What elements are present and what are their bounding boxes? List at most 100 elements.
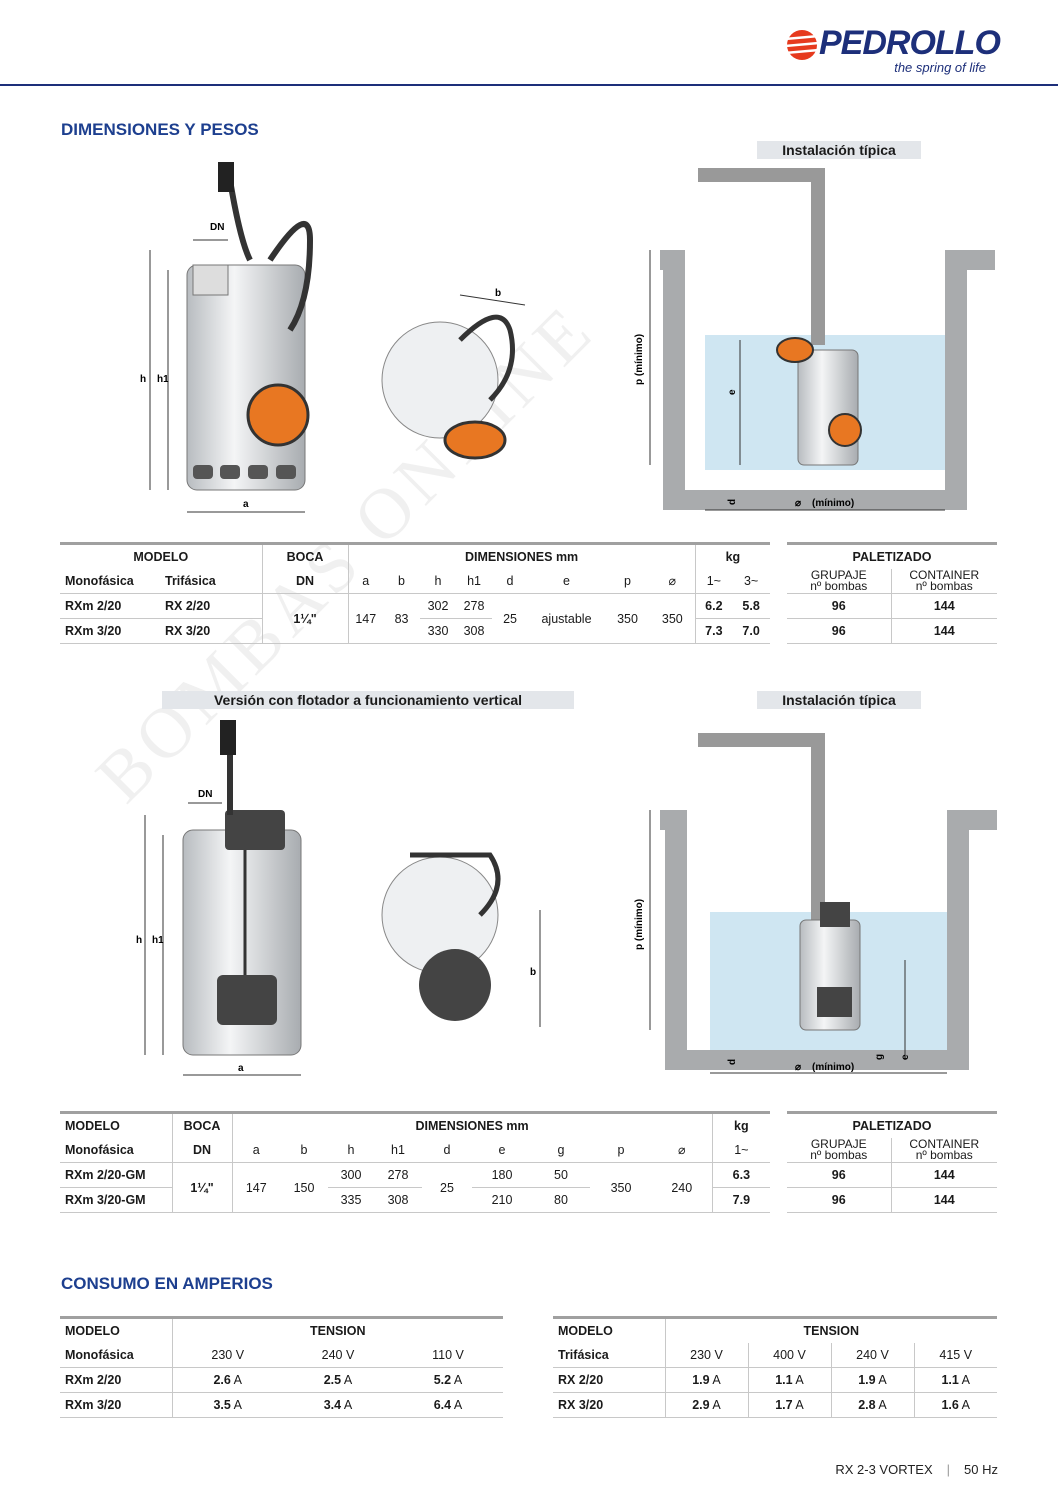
table-cell: MODELO (60, 1316, 173, 1343)
table-cell: BOCA (262, 542, 349, 569)
section-title-amperage: CONSUMO EN AMPERIOS (61, 1274, 273, 1293)
text-label: 2.8 (858, 1398, 876, 1412)
text-label: 3.5 (213, 1398, 231, 1412)
pump-diagram-1: DN h h1 a b (140, 162, 526, 513)
text-label: 2.6 (213, 1373, 231, 1387)
table-cell: BOCA (172, 1111, 233, 1138)
text-label: 2.5 (323, 1373, 342, 1387)
table-cell: 1¼" (172, 1162, 233, 1213)
text-label: 1.6 (941, 1398, 959, 1412)
table-cell: 3.4 A (283, 1392, 393, 1418)
label-min: (mínimo) (812, 498, 854, 509)
table-cell: RXm 2/20 (60, 593, 160, 619)
table-cell: RXm 2/20 (60, 1367, 173, 1393)
table-cell: kg (695, 542, 771, 569)
table-cell: RXm 3/20-GM (60, 1187, 173, 1213)
table-cell: kg (712, 1111, 771, 1138)
table-cell: ⌀ (650, 568, 696, 594)
label-a: a (243, 499, 249, 510)
table-cell: 5.2 A (393, 1367, 504, 1393)
text-label: CONTAINER (909, 1136, 980, 1151)
table-cell: 147 (348, 593, 384, 644)
table-cell: 96 (787, 593, 892, 619)
table-cell: 80 (532, 1187, 590, 1213)
brand-name: PEDROLLO (819, 24, 1001, 62)
table-cell: 7.3 (695, 618, 733, 644)
table-cell: 25 (422, 1162, 472, 1213)
table-cell: 1.9 A (831, 1367, 915, 1393)
table-cell: h1 (374, 1137, 422, 1163)
table-cell: Trifásica (160, 568, 263, 594)
table-cell: 6.2 (695, 593, 733, 619)
text-label: 1.9 (858, 1373, 876, 1387)
table-cell: 2.8 A (831, 1392, 915, 1418)
table-cell: RX 3/20 (553, 1392, 666, 1418)
pedrollo-logo: PEDROLLO the spring of life (785, 24, 1001, 79)
text-label: A (233, 1398, 243, 1412)
table-cell: 5.8 (732, 593, 771, 619)
label-b: b (495, 288, 501, 299)
label-h1: h1 (157, 374, 169, 385)
table-cell: 1.1 A (748, 1367, 832, 1393)
table-cell: 96 (787, 618, 892, 644)
table-cell: 335 (328, 1187, 374, 1213)
text-label: A (453, 1373, 463, 1387)
table-cell: h (420, 568, 457, 594)
text-label: 1.1 (941, 1373, 959, 1387)
table-cell: 2.9 A (665, 1392, 749, 1418)
table-cell: 1.1 A (914, 1367, 997, 1393)
table-cell: 350 (650, 593, 696, 644)
table-cell: Trifásica (553, 1342, 666, 1368)
table-cell: 110 V (393, 1342, 504, 1368)
label-d-2: d (727, 1059, 738, 1065)
text-label: A (878, 1373, 887, 1387)
table-cell: 1~ (712, 1137, 771, 1163)
table-cell: 278 (456, 593, 493, 619)
table-cell: RX 3/20 (160, 618, 263, 644)
table-cell: 144 (891, 1162, 997, 1188)
table-cell: 144 (891, 1187, 997, 1213)
table-cell: 83 (383, 593, 421, 644)
table-cell: DN (262, 568, 349, 594)
text-label: A (343, 1398, 353, 1412)
table-cell: MODELO (60, 542, 263, 569)
table-row: PALETIZADO (787, 1111, 997, 1138)
text-label: A (795, 1398, 804, 1412)
table-cell: 330 (420, 618, 457, 644)
text-label: GRUPAJE (810, 567, 867, 582)
table-cell: 147 (232, 1162, 280, 1213)
text-label: A (961, 1398, 971, 1412)
table-cell: Monofásica (60, 1342, 173, 1368)
label-g-2: g (874, 1054, 885, 1060)
table-cell: 300 (328, 1162, 374, 1188)
text-label: GRUPAJE (810, 1136, 867, 1151)
table-cell: 96 (787, 1187, 892, 1213)
table-cell: DN (172, 1137, 233, 1163)
label-dn: DN (210, 222, 224, 233)
text-label: A (343, 1373, 353, 1387)
table-cell: 302 (420, 593, 457, 619)
table-cell: p (605, 568, 651, 594)
table-cell: 6.3 (712, 1162, 771, 1188)
table-cell: RXm 3/20 (60, 618, 160, 644)
table-cell: MODELO (60, 1111, 173, 1138)
table-cell: RXm 2/20-GM (60, 1162, 173, 1188)
table-row: PALETIZADO (787, 542, 997, 569)
table-cell: 400 V (748, 1342, 832, 1368)
text-label: 2.9 (692, 1398, 710, 1412)
